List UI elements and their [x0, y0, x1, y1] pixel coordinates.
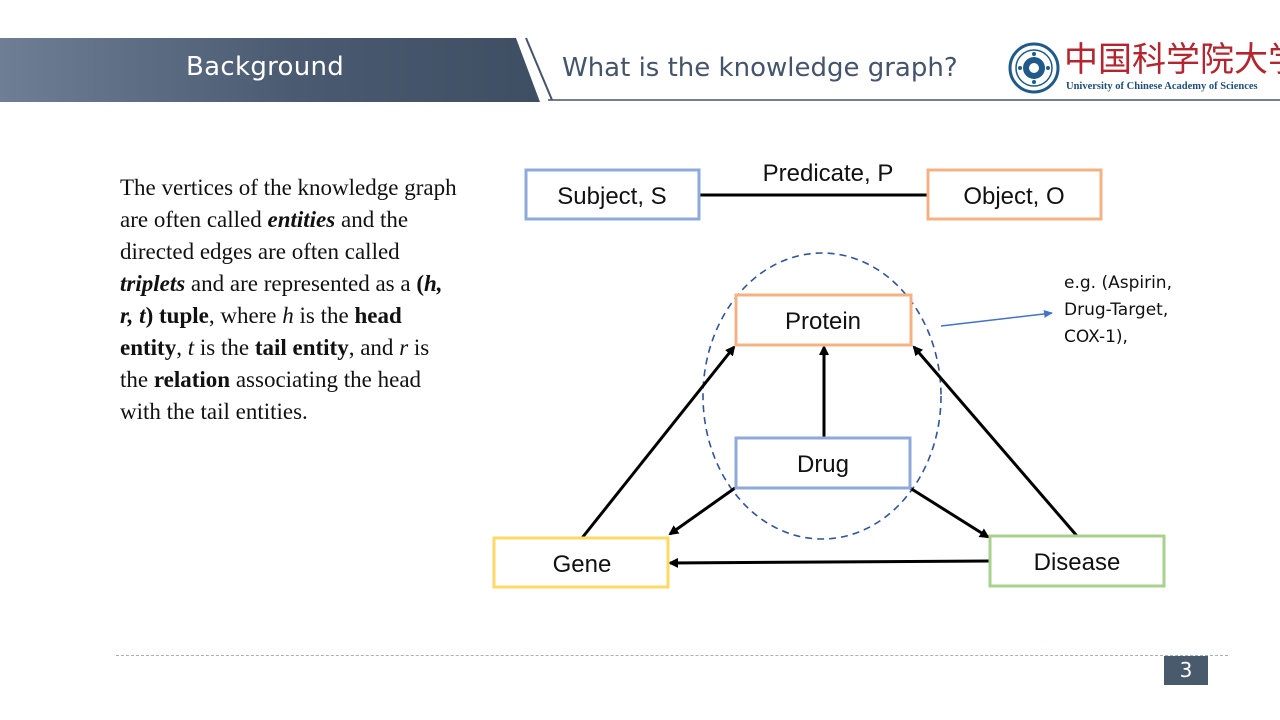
definition-paragraph: The vertices of the knowledge graph are …	[120, 172, 458, 428]
text-run: is the	[120, 335, 430, 392]
disease-label: Disease	[1034, 549, 1121, 576]
gene-node	[492, 536, 670, 589]
text-run: , and	[348, 335, 400, 360]
header-divider	[525, 37, 1280, 101]
section-label: Background	[186, 52, 345, 82]
university-name-chinese: 中国科学院大学	[1064, 40, 1280, 80]
drug-to-gene-edge	[668, 486, 736, 536]
university-emblem-icon	[1008, 42, 1060, 94]
footer-divider	[116, 655, 1228, 656]
example-note: e.g. (Aspirin, Drug-Target, COX-1),	[1064, 270, 1214, 351]
term-entities: entities	[267, 207, 336, 232]
term-relation: relation	[153, 367, 231, 392]
tuple-close: ) tuple	[145, 303, 209, 328]
subject-node	[524, 168, 701, 221]
disease-to-gene-edge	[668, 557, 991, 568]
text-run: , where	[208, 303, 283, 328]
university-name-english: University of Chinese Academy of Science…	[1066, 81, 1258, 92]
term-head-entity: head entity	[120, 303, 402, 360]
tuple-open: (	[416, 271, 424, 296]
drug-node	[734, 436, 912, 490]
drug-protein-ellipse	[702, 252, 942, 540]
example-note-line: COX-1),	[1064, 327, 1128, 347]
predicate-label: Predicate, P	[763, 160, 894, 187]
var-r: r	[399, 335, 409, 360]
term-tail-entity: tail entity	[254, 335, 349, 360]
page-number: 3	[1164, 656, 1208, 685]
text-run: and the directed edges are often called	[120, 207, 409, 264]
gene-label: Gene	[553, 551, 612, 578]
gene-to-protein-edge	[580, 345, 736, 539]
text-run: associating the head with the tail entit…	[120, 367, 422, 424]
text-run: is the	[293, 303, 355, 328]
example-note-line: Drug-Target,	[1064, 300, 1169, 320]
disease-node	[988, 534, 1166, 588]
example-pointer-arrow	[940, 309, 1053, 327]
drug-to-disease-edge	[909, 486, 990, 539]
text-run: and are represented as a	[185, 271, 417, 296]
object-label: Object, O	[963, 183, 1064, 210]
section-banner	[0, 38, 540, 102]
var-t: t	[187, 335, 195, 360]
text-run: The vertices of the knowledge graph are …	[120, 175, 457, 232]
subject-label: Subject, S	[557, 183, 666, 210]
tuple-vars: h, r, t	[120, 271, 443, 328]
protein-label: Protein	[785, 308, 861, 335]
knowledge-graph-diagram: Predicate, P Subject, S Object, O Protei…	[492, 160, 1166, 589]
slide-title: What is the knowledge graph?	[562, 53, 958, 83]
protein-node	[734, 293, 913, 347]
example-note-line: e.g. (Aspirin,	[1064, 273, 1172, 293]
text-run: is the	[194, 335, 255, 360]
university-logo: 中国科学院大学 University of Chinese Academy of…	[1008, 40, 1280, 96]
var-h: h	[282, 303, 294, 328]
disease-to-protein-edge	[912, 345, 1079, 537]
object-node	[926, 168, 1103, 221]
drug-label: Drug	[797, 451, 849, 478]
term-triplets: triplets	[120, 271, 186, 296]
text-run: ,	[176, 335, 188, 360]
